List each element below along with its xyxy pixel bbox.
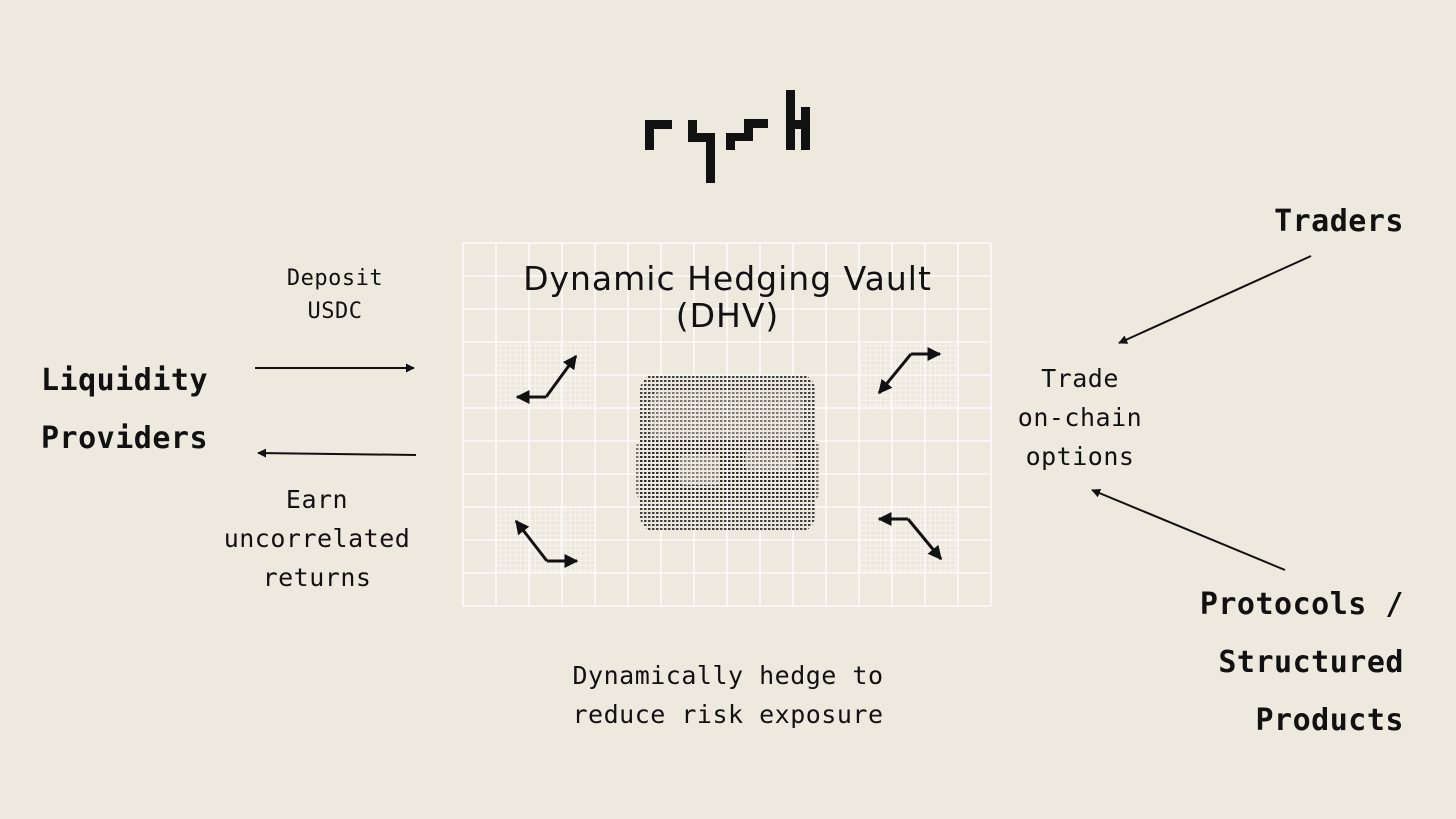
liquidity-providers-label: Liquidity Providers (41, 352, 208, 468)
corner-tile-top-right (860, 343, 959, 409)
vault-title-line2: (DHV) (463, 297, 992, 334)
traders-label: Traders (1274, 193, 1404, 251)
trade-line2: on-chain (990, 398, 1170, 437)
rysk-logo (645, 90, 810, 183)
traders-text: Traders (1274, 193, 1404, 251)
vault-icon (636, 374, 820, 532)
corner-tile-top-left (497, 343, 596, 409)
vault-title-line1: Dynamic Hedging Vault (463, 260, 992, 297)
traders-arrow (1119, 256, 1311, 343)
corner-tile-bottom-left (497, 507, 596, 573)
deposit-line1: Deposit (255, 262, 415, 295)
earn-line2: uncorrelated (207, 519, 427, 558)
hedge-caption-line1: Dynamically hedge to (478, 656, 978, 695)
deposit-label: Deposit USDC (255, 262, 415, 328)
earn-line3: returns (207, 558, 427, 597)
earn-arrow (258, 453, 416, 455)
protocols-label: Protocols / Structured Products (1200, 576, 1404, 750)
trade-line1: Trade (990, 359, 1170, 398)
protocols-line2: Structured (1200, 634, 1404, 692)
earn-label: Earn uncorrelated returns (207, 480, 427, 597)
liquidity-providers-line2: Providers (41, 410, 208, 468)
liquidity-providers-line1: Liquidity (41, 352, 208, 410)
vault-title: Dynamic Hedging Vault (DHV) (463, 260, 992, 334)
corner-tile-bottom-right (860, 507, 959, 573)
earn-line1: Earn (207, 480, 427, 519)
deposit-line2: USDC (255, 295, 415, 328)
hedge-caption: Dynamically hedge to reduce risk exposur… (478, 656, 978, 734)
hedge-caption-line2: reduce risk exposure (478, 695, 978, 734)
trade-options-label: Trade on-chain options (990, 359, 1170, 476)
trade-line3: options (990, 437, 1170, 476)
protocols-line3: Products (1200, 692, 1404, 750)
protocols-line1: Protocols / (1200, 576, 1404, 634)
protocols-arrow (1092, 490, 1285, 570)
